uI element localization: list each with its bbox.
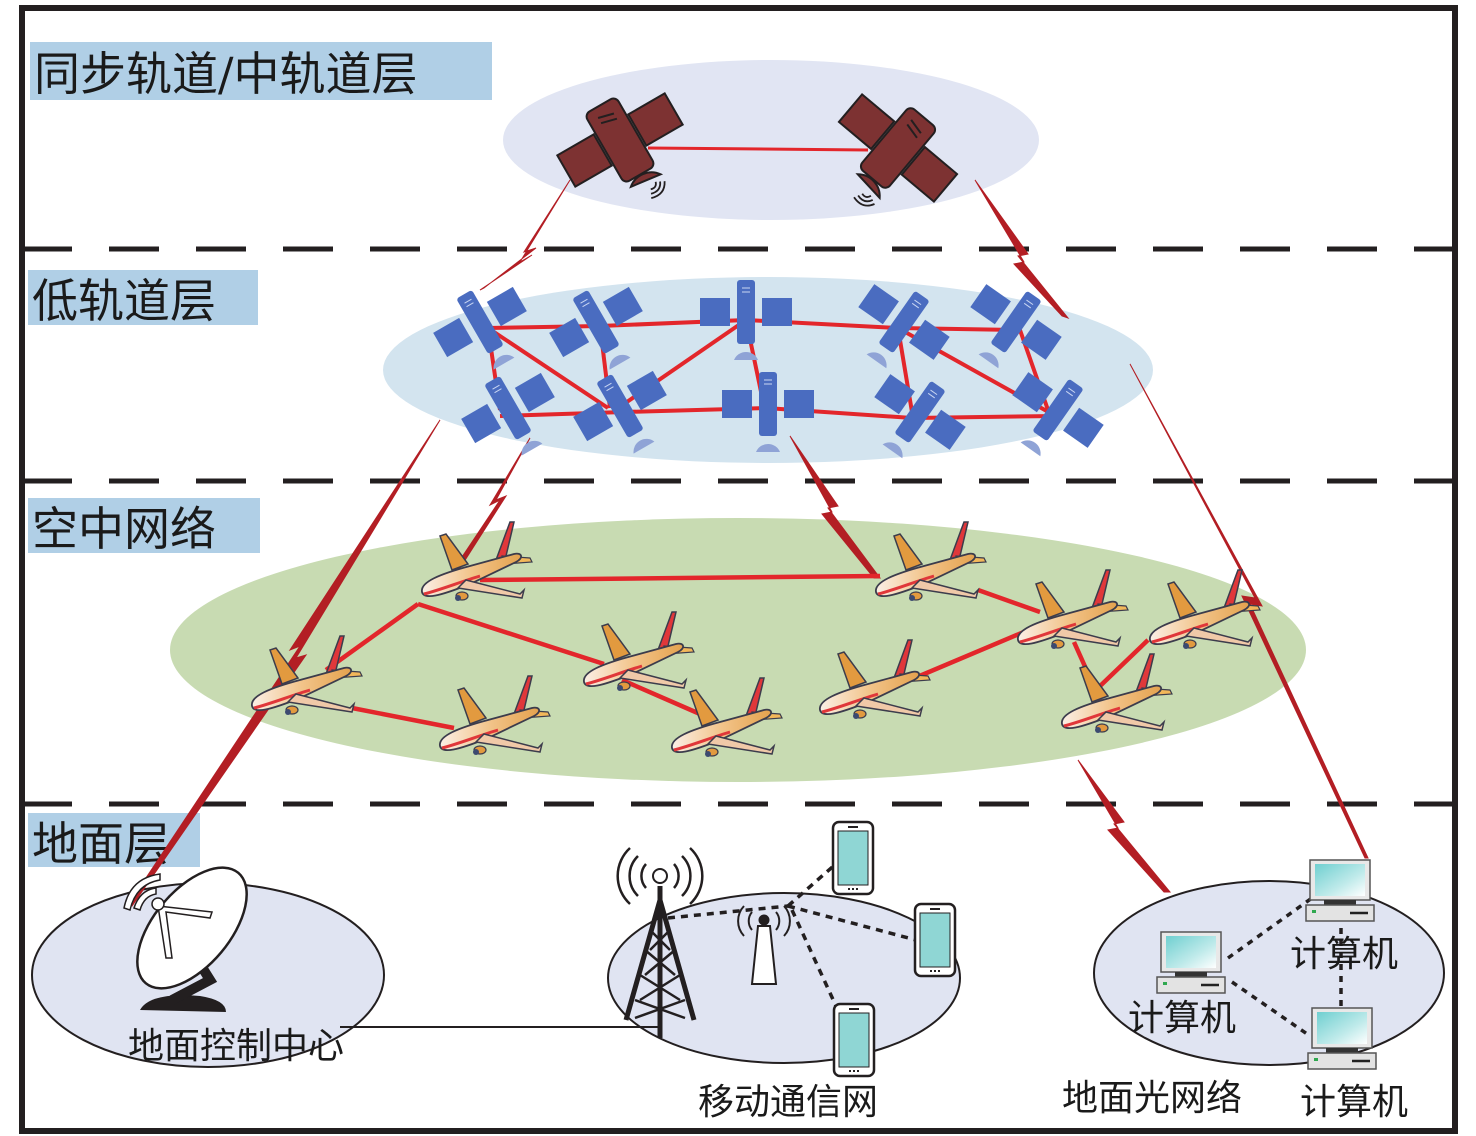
optical-dashed-links (1226, 896, 1343, 1038)
geo-intersatellite-link (647, 146, 869, 152)
wireless-link-geo-leo-right (974, 179, 1070, 320)
phone-2-icon (913, 902, 957, 978)
diagram-frame (19, 5, 1458, 1134)
layer-label-leo: 低轨道层 (28, 270, 258, 328)
ground-control-dish-icon (123, 866, 248, 1012)
layer-label-air-text: 空中网络 (32, 502, 216, 556)
cell-tower-icon (616, 847, 704, 1038)
optical-network-label: 地面光网络 (1062, 1078, 1242, 1119)
layer-separators (22, 246, 1455, 807)
phone-1-icon (831, 820, 875, 896)
mobile-network-label: 移动通信网 (698, 1082, 878, 1123)
small-cell-icon (737, 905, 791, 985)
wireless-link-leo-optical (1129, 363, 1369, 859)
wireless-link-air-optical (1077, 759, 1172, 893)
layer-label-air: 空中网络 (28, 498, 260, 556)
computer-3-label: 计算机 (1300, 1082, 1408, 1123)
layer-label-geo-text: 同步轨道/中轨道层 (34, 47, 418, 101)
layer-label-leo-text: 低轨道层 (32, 274, 216, 328)
computer-1-icon (1155, 930, 1227, 995)
mobile-dashed-links (667, 860, 917, 1007)
air-links (324, 573, 1150, 731)
computer-3-icon (1306, 1006, 1378, 1071)
computer-2-label: 计算机 (1290, 934, 1398, 975)
computer-2-icon (1304, 858, 1376, 923)
phone-3-icon (832, 1002, 876, 1078)
computer-1-label: 计算机 (1128, 998, 1236, 1039)
control-center-label: 地面控制中心 (128, 1026, 344, 1067)
layer-label-ground-text: 地面层 (32, 817, 170, 871)
wireless-links (127, 179, 1369, 907)
layer-label-ground: 地面层 (28, 813, 200, 871)
wireless-link-geo-leo-left (479, 179, 571, 291)
layer-label-geo: 同步轨道/中轨道层 (30, 42, 492, 101)
